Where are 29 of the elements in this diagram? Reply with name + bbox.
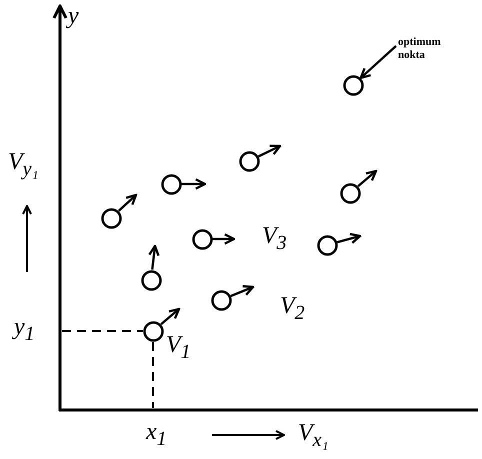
optimum-point-circle	[342, 74, 364, 96]
velocity-arrow	[357, 170, 378, 188]
particle-circle	[100, 208, 122, 228]
particle-circle	[238, 150, 260, 172]
particle-circle	[140, 270, 162, 290]
annotation-text: optimum nokta	[398, 36, 458, 62]
particle-circle	[210, 290, 232, 310]
math-label: V$_{3}$	[262, 224, 287, 253]
velocity-arrow	[230, 285, 254, 298]
velocity-arrow	[160, 308, 180, 326]
arrow	[360, 45, 397, 80]
math-label: y$_{1}$	[14, 315, 35, 344]
velocity-arrow	[148, 244, 160, 270]
velocity-arrow	[212, 233, 236, 245]
math-label: V$_{y₁}$	[8, 150, 39, 179]
math-label: V$_{1}$	[166, 333, 191, 362]
velocity-arrow	[182, 178, 206, 190]
math-label: y	[68, 4, 79, 28]
math-label: V$_{2}$	[280, 294, 305, 323]
particle-circle	[192, 228, 212, 250]
velocity-arrow	[258, 144, 282, 158]
particle-circle	[316, 234, 338, 256]
velocity-arrow	[118, 194, 138, 212]
particle-circle	[340, 182, 360, 204]
particle-circle	[142, 320, 164, 342]
velocity-arrow	[336, 232, 362, 244]
math-label: x$_{1}$	[146, 420, 167, 449]
particle-circle	[160, 174, 182, 194]
math-label: V$_{x₁}$	[298, 421, 329, 450]
